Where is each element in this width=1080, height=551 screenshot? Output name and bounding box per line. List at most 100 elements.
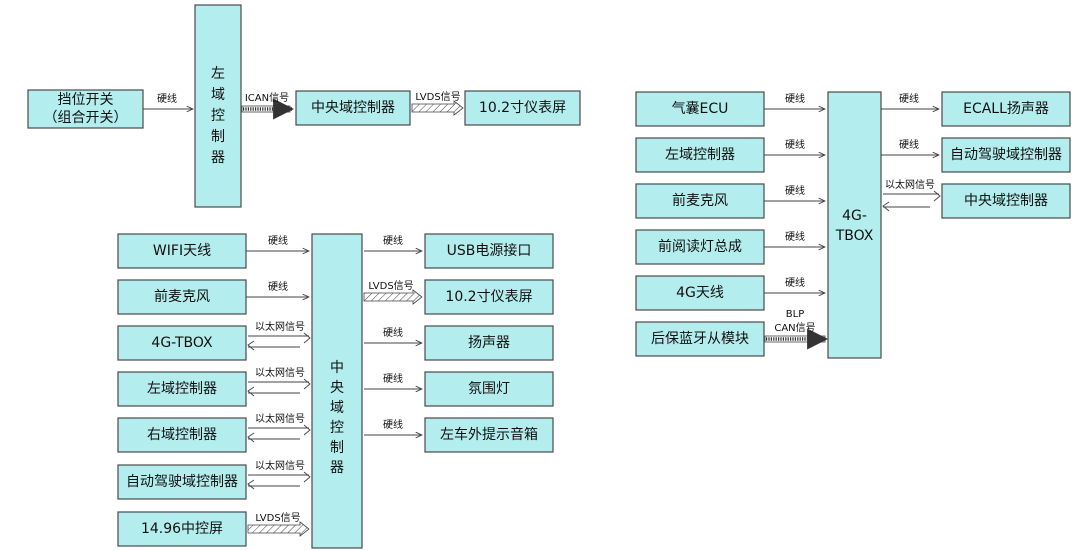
- link-label: CAN信号: [774, 322, 815, 334]
- link-label: 硬线: [268, 280, 288, 293]
- input-box-airbag-ecu: [635, 91, 765, 127]
- input-box-mic: [117, 279, 247, 315]
- link-label: 硬线: [268, 234, 288, 247]
- output-label: 左车外提示音箱: [440, 426, 538, 443]
- link-label: 以太网信号: [255, 320, 305, 333]
- gear-switch-label-1: 挡位开关: [58, 92, 114, 108]
- input-box-mic: [635, 183, 765, 219]
- link-label: 硬线: [899, 138, 919, 151]
- input-label: 前麦克风: [154, 288, 210, 305]
- output-label: 氛围灯: [468, 381, 510, 397]
- central-hub-char: 央: [330, 380, 344, 396]
- input-box-reading-light: [635, 229, 765, 265]
- central-domain-controller-box: [295, 90, 411, 126]
- ican-label: ICAN信号: [245, 92, 289, 104]
- output-box-central-ctrl: [941, 183, 1071, 219]
- link-label: 硬线: [383, 418, 403, 431]
- link-label: 硬线: [785, 184, 805, 197]
- link-label: 硬线: [785, 230, 805, 243]
- central-hub-char: 控: [330, 420, 344, 436]
- ethernet-arrow: [882, 190, 941, 212]
- output-box-exterior-speaker: [424, 417, 554, 453]
- input-box-4g-antenna: [635, 275, 765, 311]
- gear-switch-label-2: （组合开关）: [44, 110, 128, 126]
- central-hub-char: 中: [330, 360, 344, 376]
- central-hub-char: 制: [330, 440, 344, 456]
- link-label: 以太网信号: [885, 178, 935, 191]
- diagram-3: 4G- TBOX 气囊ECU 硬线 左域控制器 硬线 前麦克风 硬线 前阅读灯总…: [635, 91, 1071, 359]
- link-label: LVDS信号: [368, 280, 413, 292]
- input-box-bluetooth-module: [635, 321, 765, 357]
- tbox-hub-label-2: TBOX: [835, 228, 874, 244]
- input-label: 14.96中控屏: [141, 521, 223, 537]
- output-box-usb: [424, 233, 554, 269]
- link-label: 以太网信号: [255, 459, 305, 472]
- output-label: 扬声器: [468, 335, 510, 351]
- output-box-ambient-light: [424, 371, 554, 407]
- link-label: 硬线: [785, 276, 805, 289]
- link-label: 硬线: [383, 234, 403, 247]
- link-label: 硬线: [383, 326, 403, 339]
- hardwire-label: 硬线: [157, 92, 177, 105]
- left-domain-controller-char: 控: [211, 108, 225, 124]
- input-label: WIFI天线: [153, 243, 211, 259]
- input-box-left-ctrl: [635, 137, 765, 173]
- left-domain-controller-char: 器: [211, 150, 225, 166]
- link-label: 硬线: [785, 92, 805, 105]
- left-domain-controller-char: 制: [211, 129, 225, 145]
- output-box-cluster: [424, 279, 554, 315]
- input-label: 气囊ECU: [672, 100, 729, 117]
- cluster-display-box: [464, 90, 581, 126]
- ethernet-arrow: [247, 471, 311, 490]
- output-label: 中央域控制器: [964, 193, 1048, 209]
- input-box-right-ctrl: [117, 417, 247, 453]
- tbox-hub-label-1: 4G-: [842, 208, 867, 224]
- left-domain-controller-char: 域: [211, 87, 225, 103]
- link-label: LVDS信号: [255, 512, 300, 524]
- central-hub-box: [311, 233, 363, 549]
- central-domain-controller-label: 中央域控制器: [311, 100, 395, 116]
- link-label: 硬线: [899, 92, 919, 105]
- lvds-arrow: [247, 521, 310, 537]
- output-box-ecall-speaker: [941, 91, 1071, 127]
- lvds-arrow: [363, 289, 423, 305]
- ican-link-frame: [241, 105, 291, 113]
- input-box-left-ctrl: [117, 371, 247, 407]
- tbox-hub-box: [827, 91, 882, 359]
- output-label: USB电源接口: [447, 242, 532, 259]
- input-label: 自动驾驶域控制器: [126, 474, 238, 490]
- input-label: 前阅读灯总成: [658, 238, 742, 255]
- left-domain-controller-box: [194, 4, 242, 208]
- input-label: 前麦克风: [672, 192, 728, 209]
- input-label: 后保蓝牙从模块: [651, 331, 749, 347]
- link-label: 以太网信号: [255, 366, 305, 379]
- output-label: ECALL扬声器: [963, 101, 1049, 117]
- input-label: 左域控制器: [665, 147, 735, 163]
- cluster-display-label: 10.2寸仪表屏: [479, 100, 566, 116]
- input-box-center-screen: [117, 511, 247, 547]
- diagram-1: 挡位开关 （组合开关） 左 域 控 制 器 硬线 ICAN信号 中央域控制器 L…: [27, 4, 581, 208]
- link-label: BLP: [786, 309, 804, 320]
- link-label: 硬线: [383, 372, 403, 385]
- link-label: 以太网信号: [255, 412, 305, 425]
- diagram-2: 中 央 域 控 制 器 WIFI天线 硬线 前麦克风 硬线 4G-TBOX 以太…: [117, 233, 554, 549]
- ethernet-arrow: [247, 424, 311, 443]
- gear-switch-box: [27, 89, 144, 129]
- ethernet-arrow: [247, 378, 311, 397]
- output-box-adas-ctrl: [941, 137, 1071, 173]
- output-label: 自动驾驶域控制器: [950, 147, 1062, 163]
- link-label: 硬线: [785, 138, 805, 151]
- input-label: 4G-TBOX: [151, 335, 213, 351]
- left-domain-controller-char: 左: [211, 66, 225, 82]
- output-label: 10.2寸仪表屏: [445, 289, 532, 305]
- ethernet-arrow: [247, 332, 311, 351]
- input-box-tbox: [117, 325, 247, 361]
- input-label: 左域控制器: [147, 381, 217, 397]
- lvds-label: LVDS信号: [415, 91, 460, 103]
- lvds-arrow: [411, 100, 464, 116]
- input-box-adas-ctrl: [117, 464, 247, 500]
- input-label: 4G天线: [676, 285, 724, 301]
- input-label: 右域控制器: [147, 427, 217, 443]
- central-hub-char: 器: [330, 460, 344, 476]
